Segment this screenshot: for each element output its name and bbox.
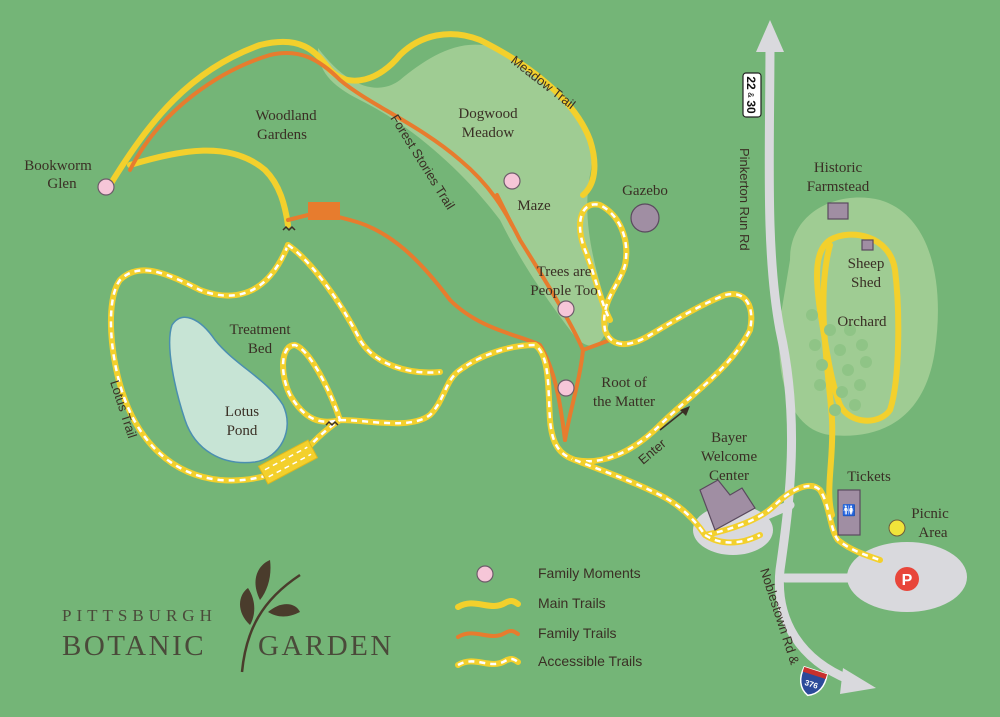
label-bayer-2: Welcome	[701, 449, 758, 465]
sheep-shed-building	[861, 239, 874, 251]
route-shield-22-30: 22 & 30	[742, 72, 762, 118]
road-arrow-south	[840, 668, 876, 694]
label-root-2: the Matter	[593, 394, 655, 410]
legend-family-trails: Family Trails	[538, 625, 617, 641]
label-lotus-pond-1: Lotus	[225, 404, 259, 420]
label-woodland-gardens-1: Woodland	[255, 108, 317, 124]
label-woodland-gardens-2: Gardens	[257, 127, 307, 143]
interstate-shield-376: 376	[799, 665, 828, 697]
legend-main-trail-swatch	[455, 598, 521, 610]
label-bayer-1: Bayer	[711, 430, 747, 446]
label-maze: Maze	[517, 198, 551, 214]
family-moment-trees	[557, 300, 575, 318]
legend-main-trails: Main Trails	[538, 595, 606, 611]
family-trail-root-link	[581, 338, 612, 352]
label-picnic-1: Picnic	[911, 506, 949, 522]
interstate-number: 376	[803, 678, 819, 691]
logo-line-pittsburgh: PITTSBURGH	[62, 606, 217, 625]
route-shield-amp: &	[746, 92, 755, 98]
enter-arrowhead	[680, 406, 690, 416]
label-dogwood-meadow-1: Dogwood	[458, 106, 518, 122]
picnic-marker	[888, 519, 906, 537]
label-bookworm-glen-2: Glen	[47, 176, 77, 192]
bayer-welcome-center-building	[699, 479, 756, 531]
logo-leaf-3	[268, 604, 300, 617]
label-sheep-1: Sheep	[848, 256, 885, 272]
logo-word-garden: GARDEN	[258, 630, 394, 662]
legend-family-moments: Family Moments	[538, 565, 641, 581]
steps-marker-1	[282, 225, 296, 232]
gazebo-marker	[630, 203, 660, 233]
restroom-icon: 🚻	[842, 504, 856, 517]
pond-bridge	[257, 439, 319, 485]
accessible-trails	[107, 201, 883, 563]
logo-leaf-1	[255, 560, 271, 600]
parking-icon-letter: P	[902, 572, 913, 589]
road-arrow-north	[756, 20, 784, 52]
main-trail-bookworm-link	[127, 147, 291, 228]
label-root-1: Root of	[601, 375, 646, 391]
legend-accessible-trails: Accessible Trails	[538, 653, 642, 669]
label-historic-1: Historic	[814, 160, 863, 176]
tickets-building	[837, 489, 861, 536]
family-trail-forest	[286, 210, 567, 442]
main-trail-farmstead-loop	[814, 231, 902, 424]
main-trail-outer-loop	[107, 31, 598, 198]
label-dogwood-meadow-2: Meadow	[462, 125, 515, 141]
family-trail-outer	[128, 50, 585, 442]
label-trees-1: Trees are	[537, 264, 592, 280]
steps-marker-2	[325, 420, 339, 427]
route-shield-30: 30	[744, 100, 758, 114]
legend: Family Moments Main Trails Family Trails…	[455, 565, 642, 669]
route-shield-22: 22	[744, 76, 758, 90]
parking-icon	[895, 567, 919, 591]
label-orchard: Orchard	[837, 314, 887, 330]
legend-accessible-trail-dash	[457, 657, 519, 667]
legend-family-trail-swatch	[456, 629, 520, 639]
label-pinkerton-run-rd: Pinkerton Run Rd	[737, 148, 752, 251]
family-moment-root	[557, 379, 575, 397]
legend-family-moment-swatch	[476, 565, 494, 583]
label-lotus-pond-2: Pond	[227, 423, 258, 439]
road-pinkerton	[764, 35, 855, 685]
logo-leaf-2	[240, 588, 255, 625]
label-picnic-2: Area	[918, 525, 947, 541]
family-trail-maze-spur	[495, 193, 514, 227]
family-shelter	[308, 202, 340, 220]
label-trees-2: People Too	[530, 283, 597, 299]
lotus-pond	[168, 316, 288, 464]
family-moment-maze	[503, 172, 521, 190]
label-bookworm-glen-1: Bookworm	[24, 158, 92, 174]
enter-arrow	[659, 409, 686, 431]
label-gazebo: Gazebo	[622, 183, 668, 199]
orchard-trees	[806, 309, 872, 416]
historic-farmstead-building	[827, 202, 849, 220]
label-historic-2: Farmstead	[807, 179, 870, 195]
label-bayer-3: Center	[709, 468, 749, 484]
logo-word-botanic: BOTANIC	[62, 630, 206, 662]
label-treatment-bed-2: Bed	[248, 341, 273, 357]
garden-logo: PITTSBURGH BOTANIC GARDEN	[62, 560, 394, 673]
label-sheep-2: Shed	[851, 275, 882, 291]
family-moment-bookworm-glen	[97, 178, 115, 196]
logo-stem	[240, 573, 301, 673]
label-treatment-bed-1: Treatment	[229, 322, 291, 338]
label-tickets: Tickets	[847, 469, 891, 485]
